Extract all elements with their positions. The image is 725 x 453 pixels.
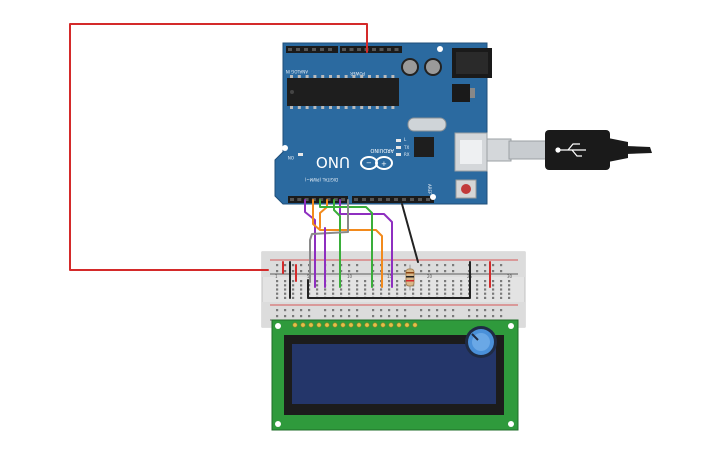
arduino-brand-label: ARDUINO [370, 147, 394, 153]
wire-green-1[interactable] [319, 199, 373, 288]
rx-label: RX [404, 152, 410, 157]
voltage-regulator [452, 84, 470, 102]
analog-in-label: ANALOG IN [286, 69, 308, 74]
lcd-screen [292, 344, 496, 404]
lcd-pin-header [292, 322, 418, 328]
on-led [298, 153, 303, 156]
aref-label: AREF [427, 184, 432, 195]
wire-black-gnd[interactable] [401, 203, 419, 263]
crystal-oscillator [407, 117, 447, 132]
wire-gray[interactable] [309, 199, 349, 283]
chip-pins [290, 75, 395, 109]
bb-column-number: 15 [387, 274, 393, 279]
l-led [396, 139, 401, 142]
rx-led [396, 153, 401, 156]
header-holes-bottom [290, 198, 430, 201]
digital-header-b [352, 196, 434, 203]
wire-green-2[interactable] [333, 199, 341, 288]
tx-led [396, 146, 401, 149]
l-label: L [404, 137, 407, 142]
lcd-16x2[interactable] [271, 319, 519, 431]
resistor[interactable] [405, 264, 415, 291]
usb-cable[interactable] [486, 130, 652, 170]
wire-black-ground-bus[interactable] [307, 261, 471, 299]
wire-purple-2[interactable] [339, 199, 393, 288]
bb-column-number: 20 [427, 274, 433, 279]
wire-red-5v[interactable] [69, 23, 368, 271]
bb-column-number: 30 [507, 274, 513, 279]
wire-orange-2[interactable] [319, 199, 328, 229]
usb-symbol-icon [555, 143, 586, 157]
power-label: POWER [350, 71, 365, 76]
digital-header-a [288, 196, 348, 203]
bb-column-number: 5 [307, 274, 310, 279]
wires [69, 23, 491, 299]
arduino-uno-board[interactable]: ANALOG IN POWER DIGITAL (PWM~) ON TX RX … [274, 42, 492, 205]
usb-chip [414, 137, 434, 157]
svg-text:−: − [366, 159, 372, 167]
arduino-logo: − + [360, 156, 393, 170]
tx-label: TX [403, 145, 409, 150]
bb-column-number: 10 [347, 274, 353, 279]
on-label: ON [288, 155, 294, 160]
analog-header [340, 46, 402, 53]
atmega-chip [287, 78, 399, 106]
digital-label: DIGITAL (PWM~) [304, 177, 338, 182]
header-holes-top [288, 48, 399, 51]
uno-model-label: UNO [316, 153, 350, 171]
potentiometer[interactable] [465, 326, 497, 358]
bb-column-number: 1 [275, 274, 278, 279]
svg-text:+: + [381, 160, 387, 168]
wire-purple-1[interactable] [304, 199, 316, 288]
